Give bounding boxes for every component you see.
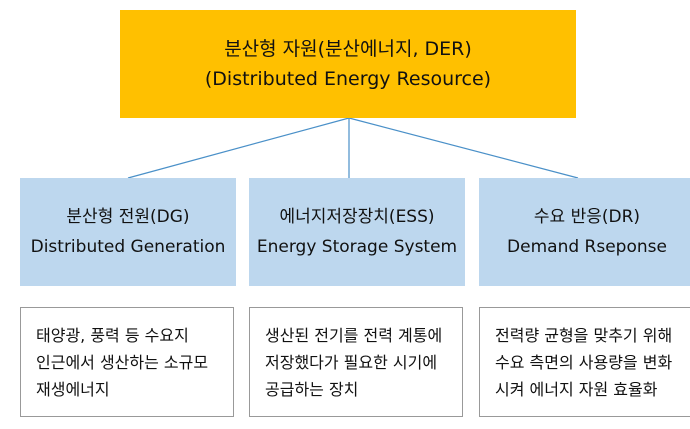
ess-title: 에너지저장장치(ESS): [279, 207, 435, 227]
dg-desc-line: 인근에서 생산하는 소규모: [36, 352, 209, 372]
dr-title: 수요 반응(DR): [533, 207, 641, 227]
dg-box: 분산형 전원(DG) Distributed Generation: [20, 178, 236, 286]
ess-subtitle: Energy Storage System: [256, 237, 458, 257]
der-subtitle: (Distributed Energy Resource): [204, 68, 492, 90]
dr-subtitle: Demand Rseponse: [507, 237, 667, 257]
dr-desc-line: 수요 측면의 사용량을 변화: [495, 352, 673, 372]
dg-subtitle: Distributed Generation: [30, 237, 226, 257]
dr-desc-line: 시켜 에너지 자원 효율화: [495, 379, 658, 399]
dg-desc-line: 재생에너지: [36, 379, 110, 399]
dg-title: 분산형 전원(DG): [66, 207, 190, 227]
dr-description-box: 전력량 균형을 맞추기 위해 수요 측면의 사용량을 변화 시켜 에너지 자원 …: [479, 307, 690, 417]
ess-description-box: 생산된 전기를 전력 계통에 저장했다가 필요한 시기에 공급하는 장치: [249, 307, 463, 417]
ess-desc-line: 공급하는 장치: [265, 379, 359, 399]
dr-desc-line: 전력량 균형을 맞추기 위해: [495, 325, 673, 345]
ess-box: 에너지저장장치(ESS) Energy Storage System: [249, 178, 465, 286]
dr-box: 수요 반응(DR) Demand Rseponse: [479, 178, 690, 286]
ess-desc-line: 생산된 전기를 전력 계통에: [265, 325, 443, 345]
ess-desc-line: 저장했다가 필요한 시기에: [265, 352, 438, 372]
der-title: 분산형 자원(분산에너지, DER): [224, 38, 472, 60]
der-root-box: 분산형 자원(분산에너지, DER) (Distributed Energy R…: [120, 10, 576, 118]
dg-description-box: 태양광, 풍력 등 수요지 인근에서 생산하는 소규모 재생에너지: [20, 307, 234, 417]
dg-desc-line: 태양광, 풍력 등 수요지: [36, 325, 189, 345]
